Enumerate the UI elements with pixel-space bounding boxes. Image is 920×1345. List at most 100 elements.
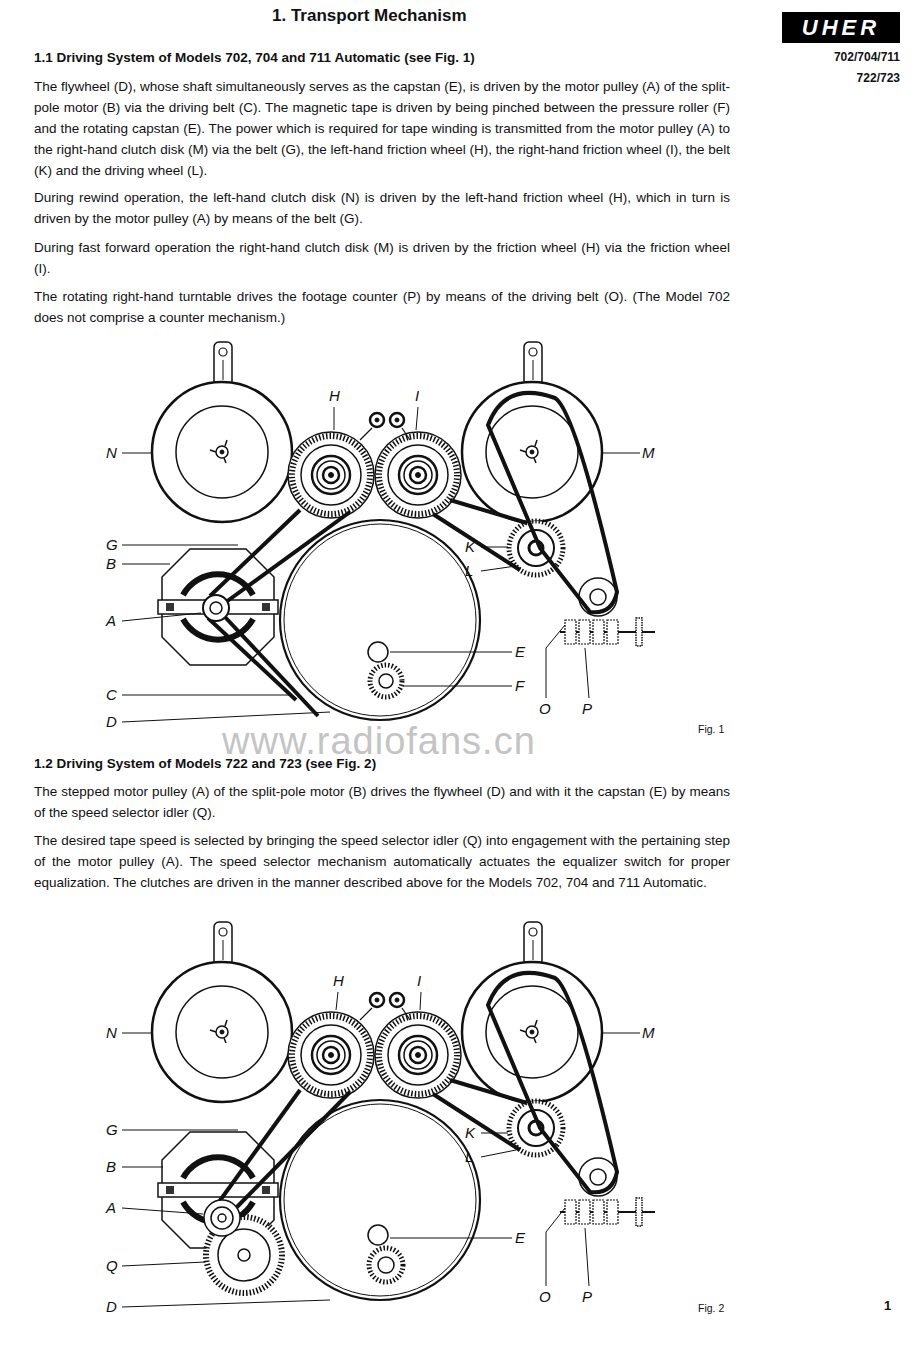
counter-drum [607,1200,618,1224]
clutch-belt [488,973,617,1192]
part-circle [312,456,350,494]
leader-line [602,453,640,454]
drawn-line [223,360,224,380]
leader-line [122,545,238,546]
part-circle [416,1053,421,1058]
drawn-line [534,458,536,463]
part-circle [329,473,334,478]
leader-line [390,1238,512,1239]
part-letter: I [415,387,419,405]
part-circle [375,418,379,422]
leader-line [122,712,330,722]
drawn-line [224,616,318,716]
counter-drum [565,1200,576,1224]
motor-screw [262,603,270,611]
leader-line [481,1150,516,1157]
counter-gear [636,1198,642,1226]
part-circle [292,1016,370,1094]
part-letter: N [106,1024,117,1042]
drawn-line [534,1038,536,1043]
part-letter: F [515,677,524,695]
part-letter: M [642,1024,655,1042]
brand-logo: UHER [782,12,900,43]
part-letter: O [539,700,551,718]
body-paragraph: The stepped motor pulley (A) of the spli… [34,781,730,823]
leader-line [122,453,151,454]
part-circle [284,1104,476,1296]
part-circle [368,642,388,662]
part-circle [323,467,339,483]
counter-drum [593,620,604,644]
part-circle [530,450,534,454]
part-circle [390,413,404,427]
part-circle [370,665,402,697]
leader-line [122,1167,163,1168]
leader-line [403,686,512,687]
drive-figure [152,922,655,1300]
counter-drum [579,1200,590,1224]
body-paragraph: The desired tape speed is selected by br… [34,830,730,893]
body-paragraph: During fast forward operation the right-… [34,237,730,279]
part-letter: E [515,1229,525,1247]
leader-line [585,1228,589,1286]
part-letter: K [465,538,475,556]
drawn-line [535,1020,537,1026]
part-circle [416,473,421,478]
part-letter: G [106,536,118,554]
part-circle [301,1025,361,1085]
brand-name: UHER [802,15,880,41]
part-letter: K [465,1124,475,1142]
part-circle [410,467,426,483]
drawn-line [232,1092,350,1212]
body-paragraph: During rewind operation, the left-hand c… [34,187,730,229]
drawn-line [360,1008,372,1020]
part-circle [323,1047,339,1063]
part-circle [379,1016,457,1094]
drawn-line [520,450,526,452]
part-letter: O [539,1288,551,1306]
part-circle [317,1041,345,1069]
drawn-line [520,1030,526,1032]
part-letter: P [582,700,592,718]
part-letter: A [106,1199,116,1217]
part-circle [216,1026,228,1038]
reel-bracket [214,922,232,966]
part-circle [530,1030,534,1034]
part-circle [176,986,268,1078]
part-letter: C [106,686,117,704]
part-letter: N [106,444,117,462]
drawn-line [225,1020,227,1026]
leader-line [122,1130,238,1131]
drawn-line [533,360,534,380]
leader-line [334,407,335,430]
leader-line [546,1208,565,1286]
leader-line [416,407,418,430]
part-circle [590,589,606,605]
drawn-line [223,940,224,960]
part-circle [329,1053,334,1058]
part-circle [288,432,374,518]
leader-line [585,648,589,698]
counter-drum [607,620,618,644]
leader-line [420,992,421,1010]
drawn-line [210,1030,216,1032]
part-circle [284,524,476,716]
part-letter: M [642,444,655,462]
part-circle [370,413,384,427]
part-circle [590,1169,606,1185]
model-number: 702/704/711 [834,50,900,64]
leader-line [122,1262,205,1266]
part-circle [288,1012,374,1098]
part-circle [404,461,432,489]
drawn-line [216,1090,300,1206]
motor-screw [166,1186,174,1194]
page-number: 1 [884,1298,891,1313]
leader-line [122,1033,151,1034]
section-heading: 1.1 Driving System of Models 702, 704 an… [34,50,475,65]
part-circle [216,446,228,458]
part-letter: Q [106,1257,118,1275]
part-circle [379,436,457,514]
part-circle [404,1041,432,1069]
part-letter: H [329,387,340,405]
drawn-line [208,618,296,700]
